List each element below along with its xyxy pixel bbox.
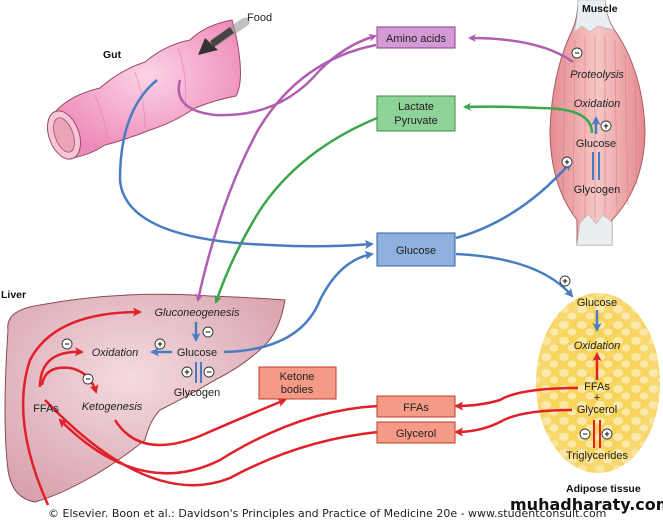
- glucose-to-adipose-arrow: [455, 252, 574, 298]
- svg-text:+: +: [562, 276, 567, 286]
- amino-acid-pathways: [177, 33, 574, 302]
- adipose-triglycerides: Triglycerides: [566, 450, 628, 462]
- ffas-box[interactable]: FFAs: [376, 395, 456, 418]
- svg-text:+: +: [604, 429, 609, 439]
- ffa-box-to-liver-arrow: [58, 404, 379, 475]
- watermark: muhadharaty.com: [510, 495, 663, 514]
- adipose-glycerol-to-box-arrow: [454, 408, 573, 437]
- plus-icon: +: [559, 275, 571, 287]
- minus-icon: −: [202, 326, 214, 338]
- muscle-to-lactate-arrow: [463, 102, 594, 134]
- minus-icon: −: [61, 338, 73, 350]
- food-label: Food: [247, 12, 272, 24]
- muscle-label: Muscle: [582, 3, 618, 15]
- adipose-organ: [536, 293, 660, 473]
- muscle-organ: [549, 0, 646, 246]
- muscle-proteolysis: Proteolysis: [570, 69, 624, 81]
- adipose-glucose: Glucose: [577, 297, 617, 309]
- gut-to-glucose-arrow: [118, 79, 374, 250]
- liver-organ: [4, 293, 286, 503]
- amino-acids-box[interactable]: Amino acids: [376, 26, 456, 49]
- adipose-ffa-to-box-arrow: [454, 386, 579, 411]
- glycerol-box-label: Glycerol: [396, 428, 436, 440]
- liver-gluconeogenesis: Gluconeogenesis: [154, 307, 240, 319]
- lactate-label: Lactate: [398, 101, 434, 113]
- plus-icon: +: [561, 156, 573, 168]
- svg-text:−: −: [582, 429, 587, 439]
- glycerol-box[interactable]: Glycerol: [376, 421, 456, 444]
- adipose-oxidation: Oxidation: [574, 340, 620, 352]
- muscle-oxidation: Oxidation: [574, 98, 620, 110]
- lactate-pyruvate-box[interactable]: Lactate Pyruvate: [376, 95, 456, 132]
- lactate-pathways: [214, 102, 594, 304]
- liver-glucose: Glucose: [177, 347, 217, 359]
- pyruvate-label: Pyruvate: [394, 115, 437, 127]
- adipose-glycerol: Glycerol: [577, 404, 617, 416]
- minus-icon: −: [82, 373, 94, 385]
- liver-ketogenesis: Ketogenesis: [82, 401, 143, 413]
- liver-label: Liver: [1, 289, 26, 301]
- ketone-bodies-box[interactable]: Ketone bodies: [258, 366, 337, 400]
- minus-icon: −: [579, 428, 591, 440]
- glucose-box[interactable]: Glucose: [376, 232, 456, 267]
- ffas-box-label: FFAs: [403, 402, 429, 414]
- liver-ffas: FFAs: [33, 403, 59, 415]
- glycerol-box-to-liver-arrow: [44, 399, 379, 487]
- svg-text:+: +: [157, 339, 162, 349]
- svg-text:+: +: [603, 121, 608, 131]
- svg-text:−: −: [64, 339, 69, 349]
- glucose-box-label: Glucose: [396, 245, 436, 257]
- copyright-credit: © Elsevier. Boon et al.: Davidson's Prin…: [48, 507, 607, 520]
- adipose-plus: +: [594, 392, 600, 404]
- amino-acids-label: Amino acids: [386, 33, 446, 45]
- svg-text:+: +: [184, 367, 189, 377]
- muscle-glycogen: Glycogen: [574, 184, 620, 196]
- svg-text:−: −: [206, 367, 211, 377]
- muscle-glucose: Glucose: [576, 138, 616, 150]
- gut-label: Gut: [103, 49, 122, 61]
- plus-icon: +: [181, 366, 193, 378]
- ketone-label-line1: Ketone: [280, 371, 315, 383]
- adipose-label: Adipose tissue: [566, 483, 641, 495]
- minus-icon: −: [571, 47, 583, 59]
- food-arrow-icon: [198, 17, 250, 55]
- plus-icon: +: [601, 428, 613, 440]
- muscle-to-amino-arrow: [468, 34, 574, 64]
- adipose-ffas: FFAs: [584, 381, 610, 393]
- svg-text:−: −: [205, 327, 210, 337]
- ketogenesis-to-ketone-arrow: [113, 398, 287, 447]
- svg-text:−: −: [574, 48, 579, 58]
- amino-to-liver-arrow: [195, 43, 377, 302]
- glucose-to-muscle-arrow: [455, 161, 572, 240]
- minus-icon: −: [203, 366, 215, 378]
- ketone-label-line2: bodies: [281, 384, 314, 396]
- lactate-to-liver-arrow: [214, 116, 378, 304]
- liver-to-glucose-arrow: [223, 250, 374, 354]
- svg-text:+: +: [564, 157, 569, 167]
- ffa-to-gluconeogenesis-arrow: [21, 307, 142, 506]
- svg-text:−: −: [85, 374, 90, 384]
- plus-icon: +: [600, 120, 612, 132]
- glucose-pathways: [118, 79, 602, 383]
- liver-glycogen: Glycogen: [174, 387, 220, 399]
- liver-oxidation: Oxidation: [92, 347, 138, 359]
- plus-icon: +: [154, 338, 166, 350]
